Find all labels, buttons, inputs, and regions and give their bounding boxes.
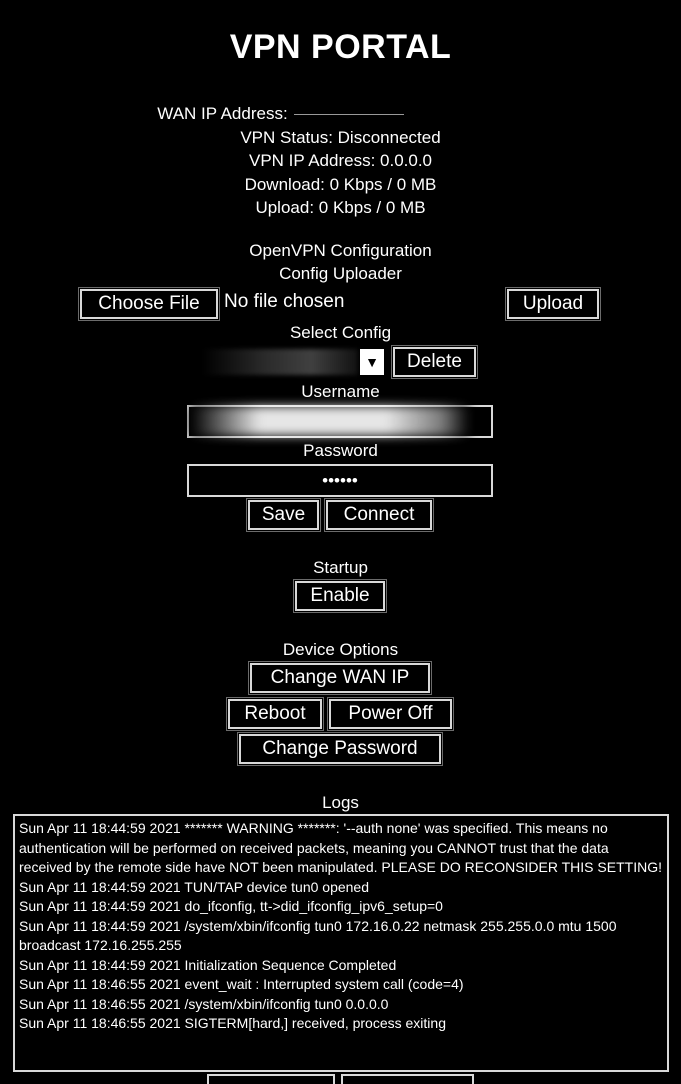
password-label: Password (303, 441, 378, 460)
upload-button[interactable]: Upload (505, 287, 601, 321)
vpn-status-text: VPN Status: Disconnected (240, 127, 441, 147)
wan-ip-row: WAN IP Address: (0, 102, 621, 126)
log-entry: Sun Apr 11 18:44:59 2021 Initialization … (19, 956, 397, 973)
chevron-down-icon[interactable]: ▼ (360, 349, 384, 375)
no-file-chosen-text: No file chosen (224, 291, 345, 312)
log-entry: Sun Apr 11 18:46:55 2021 /system/xbin/if… (19, 995, 389, 1012)
config-select[interactable]: ▼ (200, 347, 386, 377)
log-entry: Sun Apr 11 18:46:55 2021 SIGTERM[hard,] … (19, 1015, 446, 1031)
save-button[interactable]: Save (246, 498, 321, 532)
choose-file-button[interactable]: Choose File (78, 287, 220, 321)
username-redacted (190, 406, 470, 436)
download-text: Download: 0 Kbps / 0 MB (244, 174, 437, 194)
config-uploader-label: Config Uploader (279, 264, 402, 283)
vpn-status-panel: WAN IP Address: VPN Status: Disconnected… (0, 102, 681, 220)
device-options-heading: Device Options (282, 640, 399, 659)
logs-action-button-partial[interactable] (341, 1074, 474, 1084)
connect-button[interactable]: Connect (324, 498, 434, 532)
log-entry: Sun Apr 11 18:46:55 2021 event_wait : In… (19, 976, 464, 992)
change-wan-ip-button[interactable]: Change WAN IP (248, 661, 432, 695)
wan-ip-label: WAN IP Address: (157, 104, 288, 123)
upload-text: Upload: 0 Kbps / 0 MB (255, 198, 426, 217)
log-entry: Sun Apr 11 18:44:59 2021 do_ifconfig, tt… (19, 898, 443, 914)
startup-heading: Startup (313, 558, 368, 577)
page-title: VPN PORTAL (229, 28, 452, 66)
password-field[interactable]: •••••• (187, 464, 493, 497)
logs-action-button-partial[interactable] (207, 1074, 335, 1084)
logs-textarea[interactable]: Sun Apr 11 18:44:59 2021 ******* WARNING… (13, 814, 669, 1072)
enable-startup-button[interactable]: Enable (293, 579, 387, 613)
log-entry: Sun Apr 11 18:44:59 2021 /system/xbin/if… (19, 917, 617, 954)
vpn-ip-text: VPN IP Address: 0.0.0.0 (248, 151, 432, 170)
change-password-button[interactable]: Change Password (237, 732, 443, 766)
log-entry: Sun Apr 11 18:44:59 2021 ******* WARNING… (19, 820, 662, 875)
config-select-value-redacted (202, 349, 358, 375)
logs-heading: Logs (322, 793, 359, 812)
power-off-button[interactable]: Power Off (327, 697, 454, 731)
reboot-button[interactable]: Reboot (226, 697, 324, 731)
wan-ip-redacted (293, 114, 404, 116)
select-config-label: Select Config (289, 323, 392, 342)
delete-button[interactable]: Delete (391, 345, 478, 379)
username-label: Username (301, 382, 380, 401)
openvpn-config-heading: OpenVPN Configuration (249, 241, 432, 260)
log-entry: Sun Apr 11 18:44:59 2021 TUN/TAP device … (19, 878, 369, 895)
